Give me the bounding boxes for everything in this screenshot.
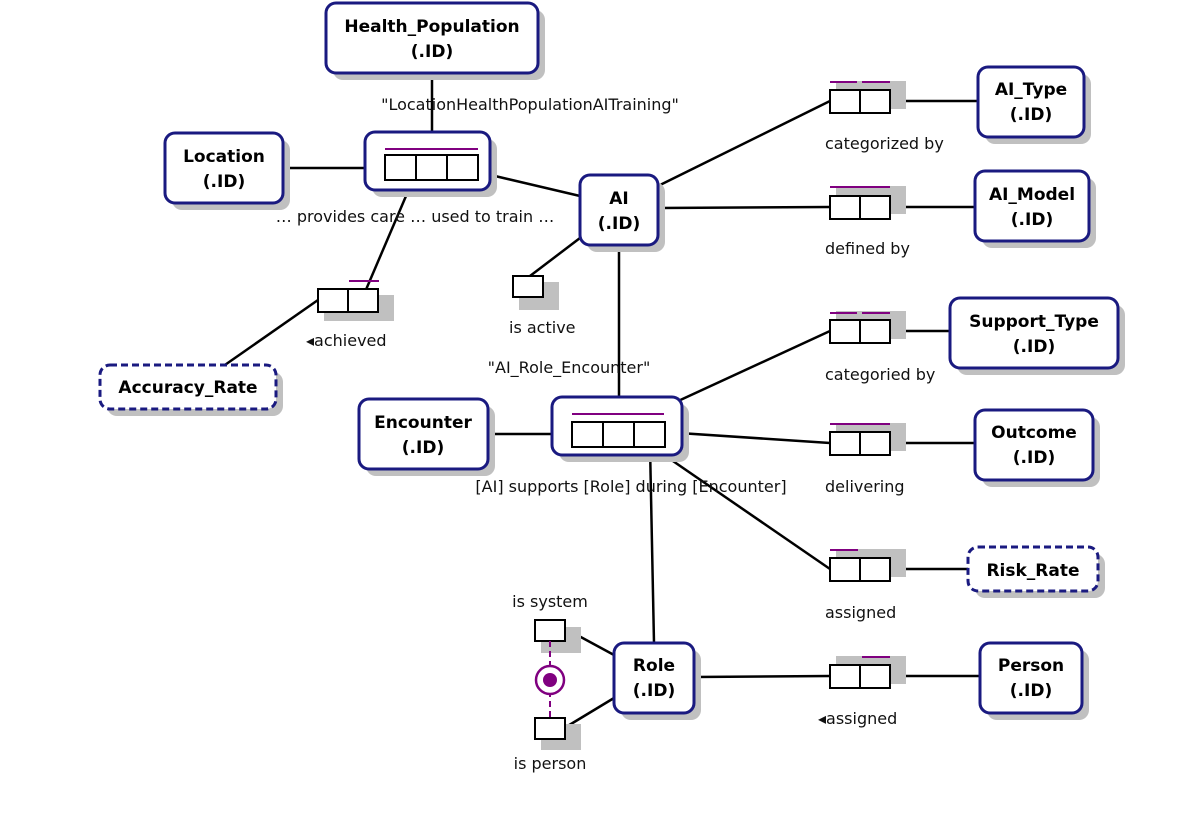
fact-reading-label: … provides care … used to train … [276, 207, 554, 226]
entity-ref-mode: (.ID) [402, 438, 444, 458]
role-box[interactable] [317, 288, 349, 313]
link-role-person-role [693, 674, 831, 679]
fact-reading-label: categorized by [825, 134, 944, 153]
role-box[interactable] [859, 195, 891, 220]
role-box[interactable] [534, 619, 566, 642]
entity-person[interactable]: Person (.ID) [978, 641, 1089, 720]
entity-name: Location [183, 147, 265, 167]
entity-name: AI [609, 189, 628, 209]
role-box[interactable] [534, 717, 566, 740]
role-box[interactable] [415, 154, 448, 181]
role-box[interactable] [512, 275, 544, 298]
link-ai-isactive [529, 237, 581, 277]
fact-assigned-person[interactable] [829, 656, 906, 689]
entity-outcome[interactable]: Outcome (.ID) [973, 408, 1100, 487]
role-box[interactable] [829, 89, 861, 114]
role-box[interactable] [633, 421, 666, 448]
role-box[interactable] [829, 319, 861, 344]
link-fact-role [648, 445, 656, 644]
fact-reading-label: is system [512, 592, 588, 611]
link-fact-supporttype-role [675, 329, 831, 404]
fact-ai-role-encounter[interactable] [550, 395, 689, 462]
entity-ref-mode: (.ID) [1010, 681, 1052, 701]
role-box[interactable] [859, 89, 891, 114]
role-box[interactable] [446, 154, 479, 181]
role-box[interactable] [829, 431, 861, 456]
fact-reading-label: delivering [825, 477, 905, 496]
entity-location[interactable]: Location (.ID) [163, 131, 290, 210]
fact-location-training[interactable] [363, 130, 497, 197]
fact-reading-label: is active [509, 318, 576, 337]
value-type-accuracy-rate[interactable]: Accuracy_Rate [98, 363, 283, 416]
entity-name: AI_Model [989, 185, 1075, 205]
link-fact-outcome-role [663, 430, 831, 445]
labels: "LocationHealthPopulationAITraining" … p… [276, 95, 944, 773]
fact-reading-label: is person [514, 754, 587, 773]
entity-name: Person [998, 656, 1064, 676]
entity-ai-type[interactable]: AI_Type (.ID) [976, 65, 1091, 144]
objectified-name-label: "AI_Role_Encounter" [488, 358, 651, 378]
role-box[interactable] [859, 664, 891, 689]
role-box[interactable] [829, 195, 861, 220]
role-box[interactable] [829, 664, 861, 689]
link-fact-riskrate-role [653, 446, 831, 571]
fact-is-active[interactable] [512, 275, 559, 310]
entity-ref-mode: (.ID) [1010, 105, 1052, 125]
objectified-name-label: "LocationHealthPopulationAITraining" [381, 95, 679, 114]
role-box[interactable] [571, 421, 604, 448]
entity-name: AI_Type [995, 80, 1067, 100]
fact-reading-label: ◂assigned [818, 709, 897, 728]
fact-is-person[interactable] [534, 717, 581, 750]
entity-ref-mode: (.ID) [203, 172, 245, 192]
entity-name: Role [633, 656, 675, 676]
entity-ai-model[interactable]: AI_Model (.ID) [973, 169, 1096, 248]
entity-ai[interactable]: AI (.ID) [578, 173, 665, 252]
fact-reading-label: assigned [825, 603, 896, 622]
fact-achieved[interactable] [317, 280, 394, 321]
entity-name: Encounter [374, 413, 472, 433]
exclusive-or-constraint[interactable] [534, 641, 566, 718]
entity-ref-mode: (.ID) [1011, 210, 1053, 230]
role-box[interactable] [347, 288, 379, 313]
fact-reading-label: [AI] supports [Role] during [Encounter] [475, 477, 786, 496]
value-type-name: Accuracy_Rate [118, 378, 257, 398]
value-type-risk-rate[interactable]: Risk_Rate [966, 545, 1105, 598]
fact-is-system[interactable] [534, 619, 581, 653]
fact-reading-label: categoried by [825, 365, 935, 384]
entity-role[interactable]: Role (.ID) [612, 641, 701, 720]
fact-delivering[interactable] [829, 423, 906, 456]
fact-reading-label: ◂achieved [306, 331, 387, 350]
role-box[interactable] [859, 319, 891, 344]
entity-encounter[interactable]: Encounter (.ID) [357, 397, 495, 476]
role-box[interactable] [859, 431, 891, 456]
entity-name: Outcome [991, 423, 1077, 443]
entity-ref-mode: (.ID) [598, 214, 640, 234]
entity-name: Support_Type [969, 312, 1099, 332]
link-achieved-accuracy [221, 298, 319, 369]
entity-support-type[interactable]: Support_Type (.ID) [948, 296, 1125, 375]
entity-health-population[interactable]: Health_Population (.ID) [324, 1, 545, 80]
fact-assigned[interactable] [829, 549, 906, 582]
link-fact-achieved [363, 181, 414, 293]
link-ai-aimodel-role [657, 205, 831, 210]
link-ai-aitype-role [657, 99, 831, 188]
entity-ref-mode: (.ID) [1013, 448, 1055, 468]
entity-name: Health_Population [344, 17, 519, 37]
fact-categorized-by[interactable] [829, 81, 906, 114]
entity-ref-mode: (.ID) [411, 42, 453, 62]
value-type-name: Risk_Rate [986, 561, 1079, 581]
entity-ref-mode: (.ID) [633, 681, 675, 701]
fact-defined-by[interactable] [829, 186, 906, 220]
connector-lines [221, 75, 980, 729]
link-isperson-role [565, 696, 615, 729]
role-box[interactable] [602, 421, 635, 448]
role-box[interactable] [859, 557, 891, 582]
entity-ref-mode: (.ID) [1013, 337, 1055, 357]
fact-reading-label: defined by [825, 239, 910, 258]
role-box[interactable] [384, 154, 417, 181]
role-box[interactable] [829, 557, 861, 582]
fact-categoried-by[interactable] [829, 311, 906, 344]
